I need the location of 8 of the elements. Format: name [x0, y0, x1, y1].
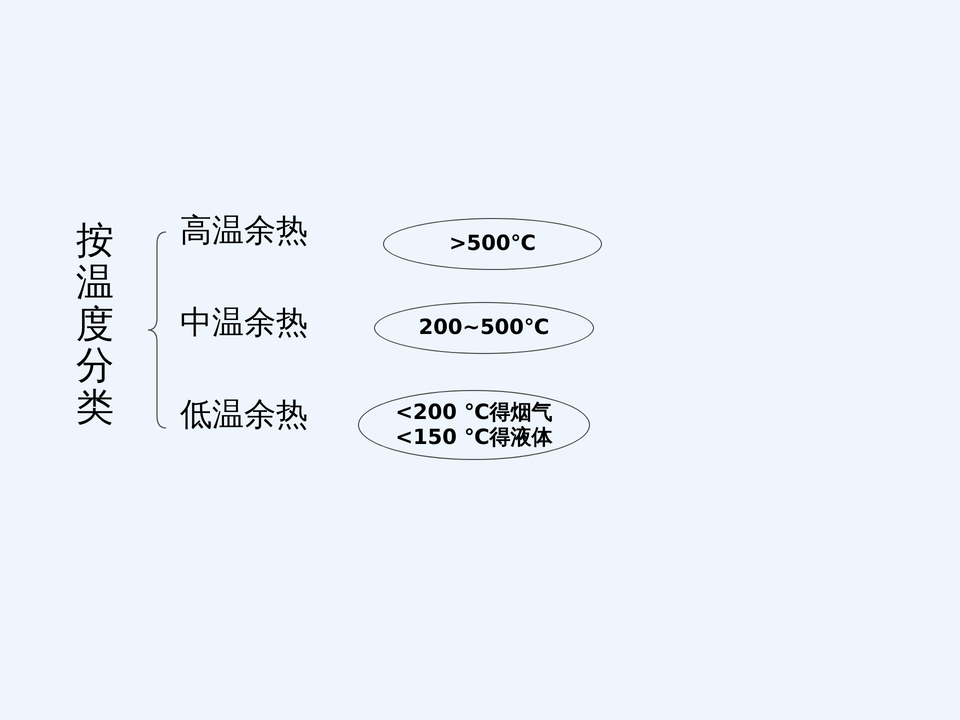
vertical-heading: 按温度分类: [76, 220, 114, 429]
temperature-text: >500℃: [449, 231, 536, 257]
temperature-text: <150 ℃得液体: [395, 425, 553, 450]
temperature-text: 200~500℃: [418, 315, 550, 341]
category-label: 中温余热: [180, 302, 308, 343]
category-label: 高温余热: [180, 210, 308, 251]
temperature-text: <200 ℃得烟气: [395, 400, 553, 425]
category-label: 低温余热: [180, 394, 308, 435]
